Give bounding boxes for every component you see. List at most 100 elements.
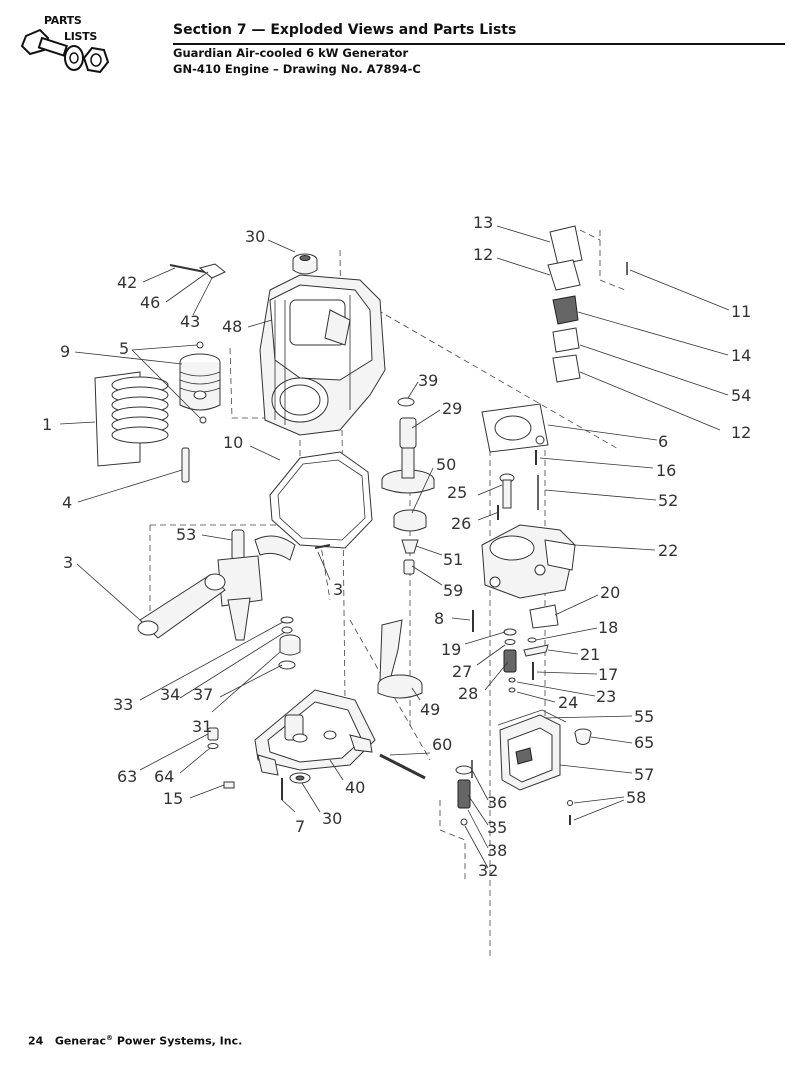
part-23-nut xyxy=(508,677,516,683)
registered-mark-icon: ® xyxy=(105,1034,113,1042)
callout-labels: 30 42 46 43 48 9 5 1 10 4 53 3 3 33 34 3… xyxy=(42,213,751,880)
callout-49: 49 xyxy=(420,700,440,719)
callout-43: 43 xyxy=(180,312,200,331)
part-1-piston-rings xyxy=(94,371,169,467)
callout-48: 48 xyxy=(222,317,242,336)
part-59-spacer xyxy=(403,559,415,575)
callout-59: 59 xyxy=(443,581,463,600)
callout-12-top: 12 xyxy=(473,245,493,264)
leader-lines xyxy=(59,225,730,869)
callout-27: 27 xyxy=(452,662,472,681)
callout-58: 58 xyxy=(626,788,646,807)
callout-30-lower: 30 xyxy=(322,809,342,828)
callout-46: 46 xyxy=(140,293,160,312)
callout-52: 52 xyxy=(658,491,678,510)
part-49-governor-gear xyxy=(377,619,423,699)
callout-36: 36 xyxy=(487,793,507,812)
callout-22: 22 xyxy=(658,541,678,560)
part-30-lower-oil-seal xyxy=(289,772,311,784)
page-footer: 24 Generac® Power Systems, Inc. xyxy=(28,1034,242,1048)
part-10-crankcase-gasket xyxy=(269,451,373,549)
callout-4: 4 xyxy=(62,493,72,512)
callout-63: 63 xyxy=(117,767,137,786)
callout-30-top: 30 xyxy=(245,227,265,246)
part-21-rocker-arm xyxy=(523,644,549,657)
part-42-pin xyxy=(169,264,206,273)
footer-company: Generac xyxy=(54,1034,106,1048)
callout-64: 64 xyxy=(154,767,174,786)
callout-9: 9 xyxy=(60,342,70,361)
callout-54: 54 xyxy=(731,386,751,405)
callout-51: 51 xyxy=(443,550,463,569)
part-57-oil-base xyxy=(499,714,561,791)
header-divider xyxy=(173,43,785,45)
part-58-bolts xyxy=(567,800,573,825)
callout-42: 42 xyxy=(117,273,137,292)
callout-65: 65 xyxy=(634,733,654,752)
callout-57: 57 xyxy=(634,765,654,784)
part-60-governor-shaft xyxy=(379,753,426,780)
logo-text-parts: PARTS xyxy=(44,14,82,27)
part-3-rod-cap xyxy=(254,535,331,561)
callout-23: 23 xyxy=(596,687,616,706)
callout-24: 24 xyxy=(558,693,578,712)
part-15-bolt xyxy=(223,781,235,789)
part-50-gear xyxy=(393,509,427,532)
part-24-lock xyxy=(508,687,516,693)
section-title: Section 7 — Exploded Views and Parts Lis… xyxy=(173,22,517,38)
part-64-washer xyxy=(207,743,219,749)
callout-40: 40 xyxy=(345,778,365,797)
callout-25: 25 xyxy=(447,483,467,502)
callout-11: 11 xyxy=(731,302,751,321)
part-36-plate xyxy=(455,765,473,775)
parts-lists-logo-icon xyxy=(20,28,110,74)
part-20-plate xyxy=(529,604,559,629)
part-43-bracket xyxy=(198,263,226,279)
part-33-washer xyxy=(280,616,294,634)
callout-19: 19 xyxy=(441,640,461,659)
part-51-lifter xyxy=(401,539,419,554)
part-14-breather-filter xyxy=(552,295,579,325)
part-34-seal xyxy=(278,660,296,670)
part-35-spring xyxy=(457,779,471,809)
subtitle-generator: Guardian Air-cooled 6 kW Generator xyxy=(173,46,409,60)
part-18-washer xyxy=(527,637,537,643)
part-5-piston-pin-clip xyxy=(196,341,207,424)
callout-29: 29 xyxy=(442,399,462,418)
callout-18: 18 xyxy=(598,618,618,637)
callout-26: 26 xyxy=(451,514,471,533)
callout-12-lower: 12 xyxy=(731,423,751,442)
callout-38: 38 xyxy=(487,841,507,860)
callout-53: 53 xyxy=(176,525,196,544)
part-25-pushrod xyxy=(499,473,515,509)
part-12-cover-gasket xyxy=(547,259,581,291)
washer-icon xyxy=(64,45,84,71)
part-3-connecting-rod xyxy=(137,573,226,639)
callout-60: 60 xyxy=(432,735,452,754)
page-number: 24 xyxy=(28,1034,44,1048)
part-32-retainer xyxy=(460,818,468,826)
callout-3-rod: 3 xyxy=(63,553,73,572)
part-29-camshaft xyxy=(381,417,435,494)
bolt-icon xyxy=(20,28,68,57)
callout-33: 33 xyxy=(113,695,133,714)
callout-14: 14 xyxy=(731,346,751,365)
callout-5: 5 xyxy=(119,339,129,358)
callout-10: 10 xyxy=(223,433,243,452)
part-31-crankcase-cover xyxy=(254,689,376,776)
callout-28: 28 xyxy=(458,684,478,703)
part-48-cylinder-block xyxy=(259,274,386,436)
callout-39: 39 xyxy=(418,371,438,390)
callout-8: 8 xyxy=(434,609,444,628)
callout-55: 55 xyxy=(634,707,654,726)
callout-3-cap: 3 xyxy=(333,580,343,599)
callout-1: 1 xyxy=(42,415,52,434)
part-9-piston xyxy=(179,353,221,411)
part-6-head-gasket xyxy=(481,403,549,453)
part-4-piston-pin xyxy=(181,447,190,483)
subtitle-drawing: GN-410 Engine – Drawing No. A7894-C xyxy=(173,62,421,76)
callout-15: 15 xyxy=(163,789,183,808)
part-28-valve-spring xyxy=(503,649,517,673)
callout-50: 50 xyxy=(436,455,456,474)
